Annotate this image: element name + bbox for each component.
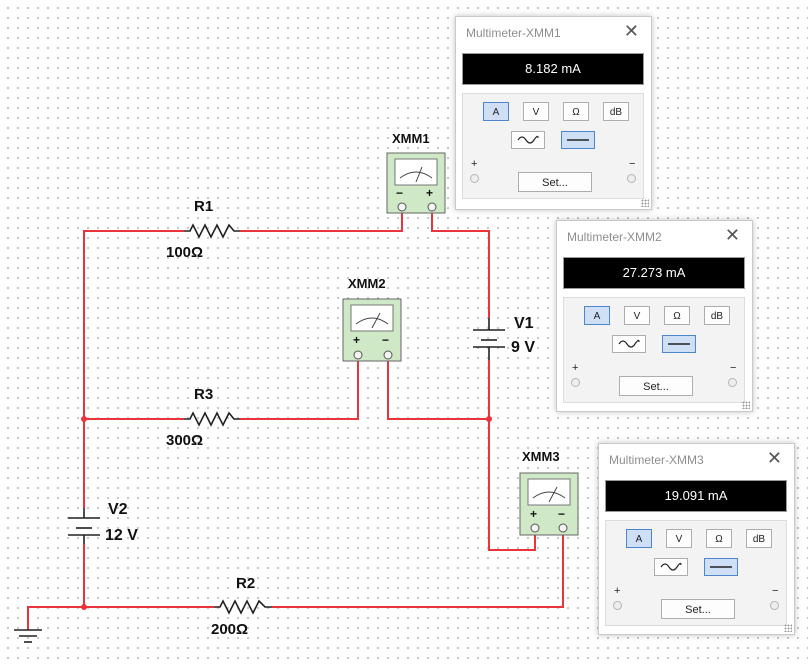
positive-terminal[interactable]	[470, 174, 479, 183]
v1-name-label: V1	[514, 315, 534, 332]
positive-terminal-label: +	[614, 585, 621, 597]
mode-button-ohmmeter[interactable]: Ω	[706, 529, 732, 548]
multimeter-window-xmm1[interactable]: Multimeter-XMM1 ✕ 8.182 mA A V Ω dB + Se…	[455, 16, 652, 210]
meter-symbol-xmm2[interactable]: + −	[342, 298, 402, 362]
multimeter-title: Multimeter-XMM2	[567, 230, 662, 244]
positive-terminal[interactable]	[613, 601, 622, 610]
negative-terminal[interactable]	[770, 601, 779, 610]
negative-terminal-label: −	[730, 362, 737, 374]
ac-mode-button[interactable]	[612, 335, 646, 353]
ac-mode-button[interactable]	[654, 558, 688, 576]
xmm1-plus-label: +	[426, 186, 433, 200]
multimeter-control-panel: A V Ω dB + Set... −	[462, 93, 644, 199]
sine-wave-icon	[660, 562, 682, 571]
mode-button-voltmeter[interactable]: V	[666, 529, 692, 548]
xmm3-minus-label: −	[558, 507, 565, 521]
multimeter-title: Multimeter-XMM3	[609, 453, 704, 467]
resize-grip-icon[interactable]	[742, 401, 750, 409]
r2-name-label: R2	[236, 575, 255, 592]
close-icon[interactable]: ✕	[766, 448, 782, 469]
ground-symbol	[14, 629, 42, 643]
multimeter-control-panel: A V Ω dB + Set... −	[563, 297, 745, 403]
xmm1-label: XMM1	[392, 131, 430, 146]
mode-button-voltmeter[interactable]: V	[624, 306, 650, 325]
r1-value-label: 100Ω	[166, 244, 203, 261]
positive-terminal-label: +	[572, 362, 579, 374]
v2-value-label: 12 V	[105, 527, 138, 544]
mode-button-ammeter[interactable]: A	[626, 529, 652, 548]
mode-button-decibel[interactable]: dB	[704, 306, 730, 325]
set-button[interactable]: Set...	[619, 376, 693, 396]
r3-name-label: R3	[194, 386, 213, 403]
sine-wave-icon	[517, 135, 539, 144]
mode-button-decibel[interactable]: dB	[603, 102, 629, 121]
dc-mode-button[interactable]	[662, 335, 696, 353]
resize-grip-icon[interactable]	[784, 624, 792, 632]
mode-button-ammeter[interactable]: A	[483, 102, 509, 121]
mode-button-ohmmeter[interactable]: Ω	[664, 306, 690, 325]
mode-button-decibel[interactable]: dB	[746, 529, 772, 548]
wires	[27, 207, 564, 630]
set-button[interactable]: Set...	[661, 599, 735, 619]
r1-name-label: R1	[194, 198, 213, 215]
multimeter-control-panel: A V Ω dB + Set... −	[605, 520, 787, 626]
ac-mode-button[interactable]	[511, 131, 545, 149]
v1-value-label: 9 V	[511, 339, 535, 356]
v2-name-label: V2	[108, 501, 128, 518]
multimeter-reading-display: 27.273 mA	[563, 257, 745, 289]
battery-v1[interactable]	[473, 318, 505, 360]
resize-grip-icon[interactable]	[641, 199, 649, 207]
negative-terminal[interactable]	[627, 174, 636, 183]
positive-terminal[interactable]	[571, 378, 580, 387]
negative-terminal[interactable]	[728, 378, 737, 387]
multimeter-window-xmm2[interactable]: Multimeter-XMM2 ✕ 27.273 mA A V Ω dB + S…	[556, 220, 753, 412]
dc-line-icon	[710, 566, 732, 568]
dc-line-icon	[668, 343, 690, 345]
multimeter-reading-display: 8.182 mA	[462, 53, 644, 85]
resistor-r3[interactable]	[184, 411, 240, 427]
negative-terminal-label: −	[629, 158, 636, 170]
r3-value-label: 300Ω	[166, 432, 203, 449]
dc-mode-button[interactable]	[561, 131, 595, 149]
close-icon[interactable]: ✕	[724, 225, 740, 246]
close-icon[interactable]: ✕	[623, 21, 639, 42]
xmm2-minus-label: −	[382, 333, 389, 347]
positive-terminal-label: +	[471, 158, 478, 170]
multimeter-title: Multimeter-XMM1	[466, 26, 561, 40]
negative-terminal-label: −	[772, 585, 779, 597]
multimeter-window-xmm3[interactable]: Multimeter-XMM3 ✕ 19.091 mA A V Ω dB + S…	[598, 443, 795, 635]
xmm2-label: XMM2	[348, 276, 386, 291]
mode-button-voltmeter[interactable]: V	[523, 102, 549, 121]
meter-symbol-xmm3[interactable]: + −	[519, 472, 579, 536]
sine-wave-icon	[618, 339, 640, 348]
resistor-r1[interactable]	[184, 223, 240, 239]
xmm3-plus-label: +	[530, 507, 537, 521]
xmm3-label: XMM3	[522, 449, 560, 464]
xmm1-minus-label: −	[396, 186, 403, 200]
dc-line-icon	[567, 139, 589, 141]
set-button[interactable]: Set...	[518, 172, 592, 192]
resistor-r2[interactable]	[214, 599, 272, 615]
mode-button-ohmmeter[interactable]: Ω	[563, 102, 589, 121]
dc-mode-button[interactable]	[704, 558, 738, 576]
xmm2-plus-label: +	[353, 333, 360, 347]
multimeter-reading-display: 19.091 mA	[605, 480, 787, 512]
mode-button-ammeter[interactable]: A	[584, 306, 610, 325]
r2-value-label: 200Ω	[211, 621, 248, 638]
battery-v2[interactable]	[68, 508, 100, 544]
junction-dots	[81, 416, 492, 610]
meter-symbol-xmm1[interactable]: − +	[386, 152, 446, 214]
